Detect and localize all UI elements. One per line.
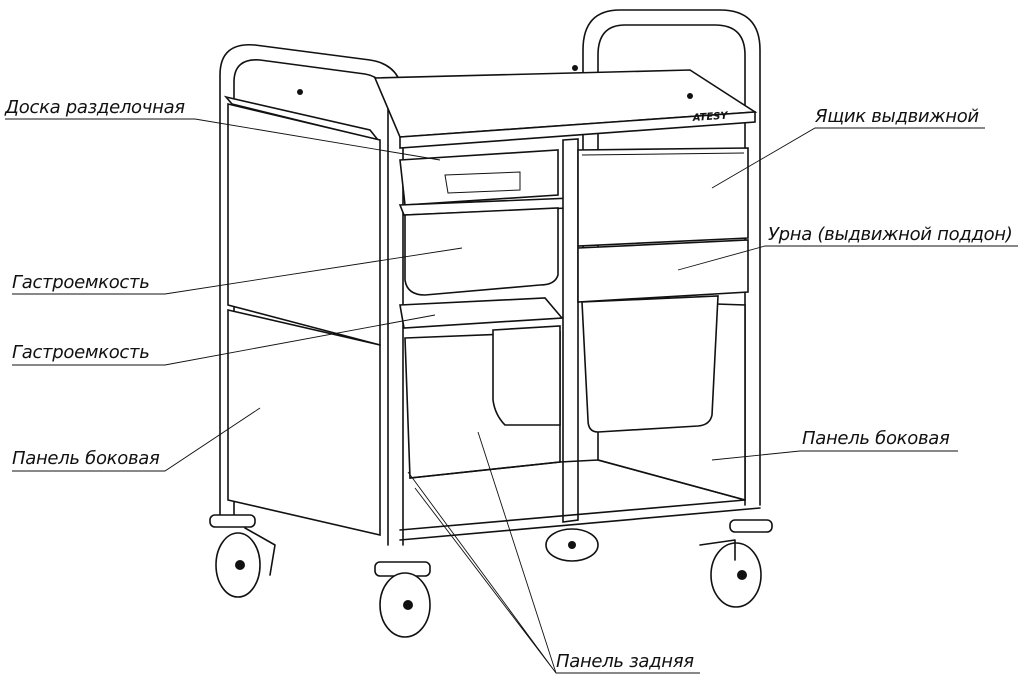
left-side-panel-lower <box>227 308 381 537</box>
bottom-frame <box>399 459 761 541</box>
wheel-front-left <box>209 514 276 598</box>
label-rear-panel: Панель задняя <box>407 431 700 674</box>
svg-text:Гастроемкость: Гастроемкость <box>12 342 150 363</box>
svg-text:Панель боковая: Панель боковая <box>802 428 950 449</box>
center-post <box>562 138 579 523</box>
top-shelf: ATESY <box>297 65 758 149</box>
svg-text:Панель боковая: Панель боковая <box>12 448 160 469</box>
svg-text:Панель задняя: Панель задняя <box>556 651 694 672</box>
svg-text:Доска разделочная: Доска разделочная <box>4 97 185 118</box>
label-side-panel-right: Панель боковая <box>711 428 958 461</box>
right-handle <box>582 9 761 506</box>
label-gastro-upper: Гастроемкость <box>12 247 463 295</box>
upper-gastro-container <box>398 197 575 296</box>
label-drawer: Ящик выдвижной <box>711 106 985 189</box>
drawer <box>577 147 749 247</box>
bin-tray <box>577 239 749 433</box>
wheel-right <box>699 519 773 608</box>
label-gastro-lower: Гастроемкость <box>12 314 436 366</box>
left-side-panel-upper <box>227 102 381 347</box>
label-cutting-board: Доска разделочная <box>4 97 441 161</box>
svg-text:Урна (выдвижной поддон): Урна (выдвижной поддон) <box>768 224 1013 245</box>
label-bin: Урна (выдвижной поддон) <box>677 224 1018 271</box>
label-side-panel-left: Панель боковая <box>12 407 261 472</box>
wheel-rear-center <box>545 528 599 562</box>
svg-text:Ящик выдвижной: Ящик выдвижной <box>814 106 979 127</box>
wheel-front-center <box>374 561 431 638</box>
brand-logo: ATESY <box>691 110 729 124</box>
lower-gastro-container <box>399 297 564 426</box>
upper-gastro-frame <box>399 149 559 206</box>
caster-wheels <box>209 514 773 638</box>
svg-text:Гастроемкость: Гастроемкость <box>12 272 150 293</box>
